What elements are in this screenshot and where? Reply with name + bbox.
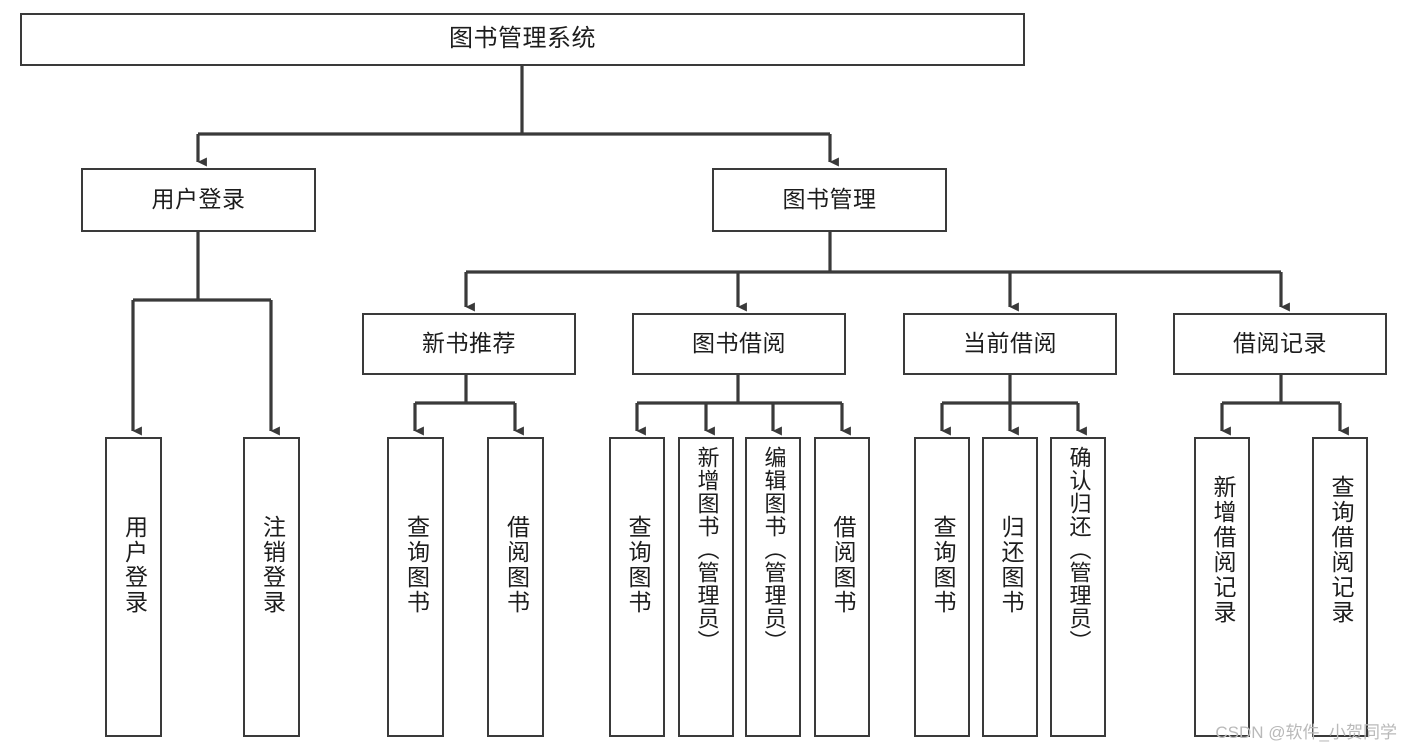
node-label: 确认归还（管理员） — [1066, 446, 1092, 653]
node-leaf-add-borrow-record[interactable]: 新增借阅记录 — [1194, 437, 1250, 737]
node-leaf-borrow-book-2[interactable]: 借阅图书 — [814, 437, 870, 737]
node-book-borrow[interactable]: 图书借阅 — [632, 313, 846, 375]
node-leaf-confirm-return[interactable]: 确认归还（管理员） — [1050, 437, 1106, 737]
node-leaf-add-book[interactable]: 新增图书（管理员） — [678, 437, 734, 737]
node-leaf-query-book-3[interactable]: 查询图书 — [914, 437, 970, 737]
node-label: 查询图书 — [624, 515, 651, 615]
node-label: 图书借阅 — [692, 330, 786, 357]
node-leaf-logout-login[interactable]: 注销登录 — [243, 437, 300, 737]
node-label: 新书推荐 — [422, 330, 516, 357]
node-leaf-query-book-1[interactable]: 查询图书 — [387, 437, 444, 737]
node-current-borrow[interactable]: 当前借阅 — [903, 313, 1117, 375]
node-label: 新增借阅记录 — [1209, 475, 1236, 625]
node-label: 编辑图书（管理员） — [761, 446, 787, 653]
node-user-login[interactable]: 用户登录 — [81, 168, 316, 232]
node-label: 借阅图书 — [829, 515, 856, 615]
node-leaf-borrow-book-1[interactable]: 借阅图书 — [487, 437, 544, 737]
node-new-book-recommend[interactable]: 新书推荐 — [362, 313, 576, 375]
node-label: 归还图书 — [997, 515, 1024, 615]
node-label: 借阅图书 — [503, 515, 530, 615]
node-label: 用户登录 — [121, 515, 148, 615]
node-leaf-query-borrow-record[interactable]: 查询借阅记录 — [1312, 437, 1368, 737]
node-label: 当前借阅 — [963, 330, 1057, 357]
node-label: 用户登录 — [151, 186, 246, 213]
node-root-book-management-system[interactable]: 图书管理系统 — [20, 13, 1025, 66]
node-book-management[interactable]: 图书管理 — [712, 168, 947, 232]
node-leaf-edit-book[interactable]: 编辑图书（管理员） — [745, 437, 801, 737]
node-label: 注销登录 — [259, 515, 286, 615]
csdn-watermark: CSDN @软件_小贺同学 — [1215, 723, 1397, 742]
node-label: 查询图书 — [929, 515, 956, 615]
node-label: 图书管理系统 — [449, 25, 596, 53]
node-label: 查询借阅记录 — [1327, 475, 1354, 625]
node-label: 借阅记录 — [1233, 330, 1327, 357]
node-label: 新增图书（管理员） — [694, 446, 720, 653]
node-label: 图书管理 — [782, 186, 877, 213]
node-leaf-user-login[interactable]: 用户登录 — [105, 437, 162, 737]
node-leaf-return-book[interactable]: 归还图书 — [982, 437, 1038, 737]
node-borrow-record[interactable]: 借阅记录 — [1173, 313, 1387, 375]
node-leaf-query-book-2[interactable]: 查询图书 — [609, 437, 665, 737]
node-label: 查询图书 — [403, 515, 430, 615]
